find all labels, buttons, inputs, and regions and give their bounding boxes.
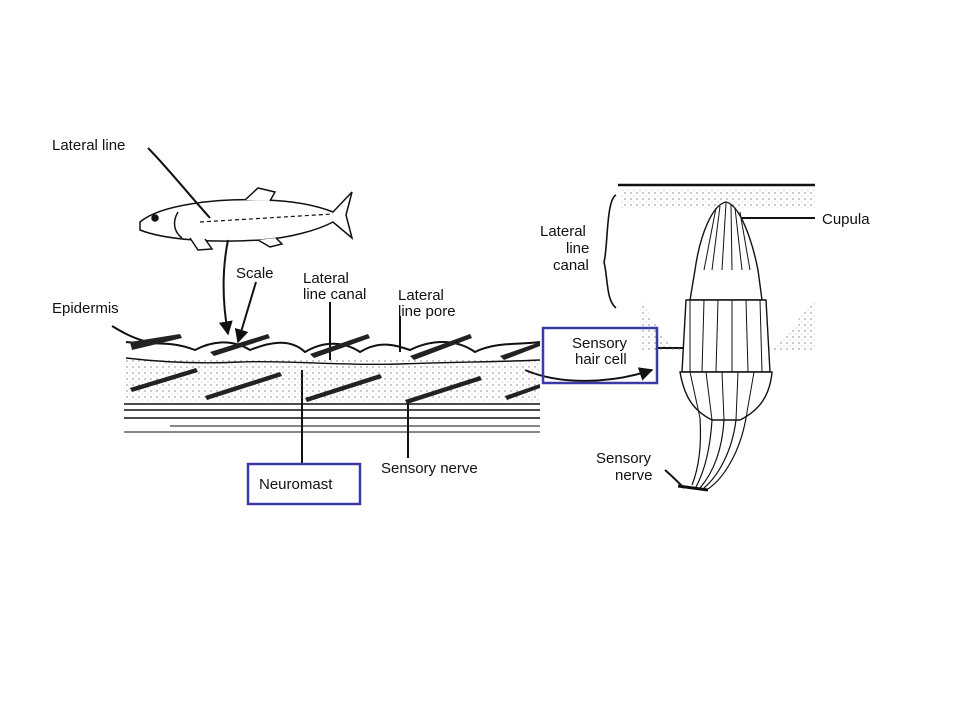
label-lateral-line-pore-1: Lateral [398,287,444,304]
label-hair-cell-2: hair cell [575,351,627,368]
label-canal-detail-3: canal [553,257,589,274]
label-hair-cell-1: Sensory [572,335,628,352]
label-lateral-line: Lateral line [52,137,125,154]
label-lateral-line-canal-2: line canal [303,286,366,303]
label-cupula: Cupula [822,211,870,228]
label-scale: Scale [236,265,274,282]
label-epidermis: Epidermis [52,300,119,317]
label-canal-detail-1: Lateral [540,223,586,240]
label-canal-detail-2: line [566,240,589,257]
label-neuromast: Neuromast [259,476,333,493]
hair-cell-highlight-box [541,326,659,385]
label-sensory-nerve-right-2: nerve [615,467,653,484]
neuromast-detail [603,183,815,492]
skin-cross-section [124,334,541,433]
label-sensory-nerve-left: Sensory nerve [381,460,478,477]
label-lateral-line-canal-1: Lateral [303,270,349,287]
label-sensory-nerve-right-1: Sensory [596,450,652,467]
label-lateral-line-pore-2: line pore [398,303,456,320]
fish-illustration [139,187,354,251]
neuromast-highlight-box [246,462,362,506]
